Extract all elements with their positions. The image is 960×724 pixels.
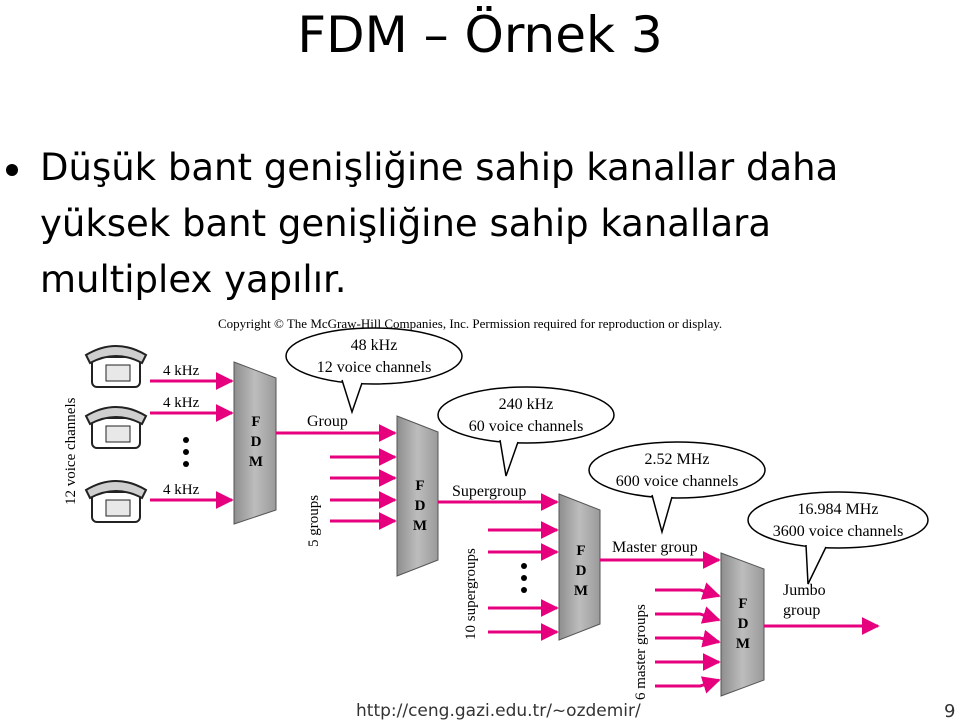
bandwidth-callout-3: 2.52 MHz 600 voice channels bbox=[588, 441, 766, 535]
callout-line1: 48 kHz bbox=[351, 337, 398, 354]
master-group-arrow bbox=[655, 582, 721, 600]
slide-title: FDM – Örnek 3 bbox=[297, 6, 663, 64]
five-groups-label: 5 groups bbox=[306, 495, 322, 547]
master-group-arrow bbox=[655, 606, 721, 624]
callout-line1: 16.984 MHz bbox=[798, 501, 879, 518]
supergroup-label: Supergroup bbox=[452, 483, 526, 500]
jumbo-label-line1: Jumbo bbox=[783, 582, 826, 599]
fdm-letter: D bbox=[415, 498, 426, 514]
fdm-letter: M bbox=[249, 454, 263, 470]
page-number: 9 bbox=[944, 701, 956, 722]
fdm-multiplexer-4 bbox=[720, 552, 765, 697]
fdm-letter: F bbox=[415, 478, 424, 494]
fdm-letter: F bbox=[738, 596, 747, 612]
bullet-text: Düşük bant genişliğine sahip kanallar da… bbox=[40, 146, 839, 301]
callout-line2: 3600 voice channels bbox=[773, 523, 904, 540]
fdm-letter: F bbox=[576, 543, 585, 559]
input-bandwidth-label: 4 kHz bbox=[163, 482, 200, 498]
bandwidth-callout-1: 48 kHz 12 voice channels bbox=[285, 327, 463, 415]
fdm-letter: F bbox=[251, 414, 260, 430]
jumbo-label-line2: group bbox=[783, 602, 820, 619]
master-group-label: Master group bbox=[612, 539, 698, 556]
ten-supergroups-label: 10 supergroups bbox=[463, 548, 479, 640]
bandwidth-callout-2: 240 kHz 60 voice channels bbox=[437, 386, 615, 477]
callout-line1: 240 kHz bbox=[499, 396, 554, 413]
callout-line2: 60 voice channels bbox=[469, 418, 584, 435]
telephone-icon bbox=[84, 480, 148, 523]
fdm-multiplexer-1 bbox=[233, 361, 277, 525]
master-group-arrow bbox=[655, 676, 721, 694]
telephone-icon bbox=[84, 345, 148, 388]
footer-url: http://ceng.gazi.edu.tr/~ozdemir/ bbox=[356, 701, 641, 721]
fdm-letter: D bbox=[576, 563, 587, 579]
callout-line2: 600 voice channels bbox=[616, 473, 739, 490]
fdm-multiplexer-3 bbox=[558, 493, 601, 641]
master-group-arrow bbox=[655, 629, 721, 648]
fdm-letter: M bbox=[574, 583, 588, 599]
ellipsis-dots-icon bbox=[183, 437, 189, 467]
six-master-groups-label: 6 master groups bbox=[633, 604, 649, 700]
callout-line2: 12 voice channels bbox=[317, 359, 432, 376]
fdm-letter: D bbox=[738, 616, 749, 632]
fdm-letter: M bbox=[736, 636, 750, 652]
input-bandwidth-label: 4 kHz bbox=[163, 395, 200, 411]
ellipsis-dots-icon bbox=[521, 563, 527, 593]
fdm-multiplexer-2 bbox=[396, 415, 439, 577]
voice-channels-label: 12 voice channels bbox=[63, 397, 79, 505]
input-bandwidth-label: 4 kHz bbox=[163, 363, 200, 379]
copyright-text: Copyright © The McGraw-Hill Companies, I… bbox=[218, 316, 722, 331]
telephone-icon bbox=[84, 406, 148, 449]
fdm-letter: D bbox=[251, 434, 262, 450]
bandwidth-callout-4: 16.984 MHz 3600 voice channels bbox=[747, 491, 929, 585]
group-label: Group bbox=[307, 413, 348, 430]
bullet-dot-icon bbox=[6, 164, 18, 176]
callout-line1: 2.52 MHz bbox=[645, 451, 710, 468]
fdm-letter: M bbox=[413, 518, 427, 534]
